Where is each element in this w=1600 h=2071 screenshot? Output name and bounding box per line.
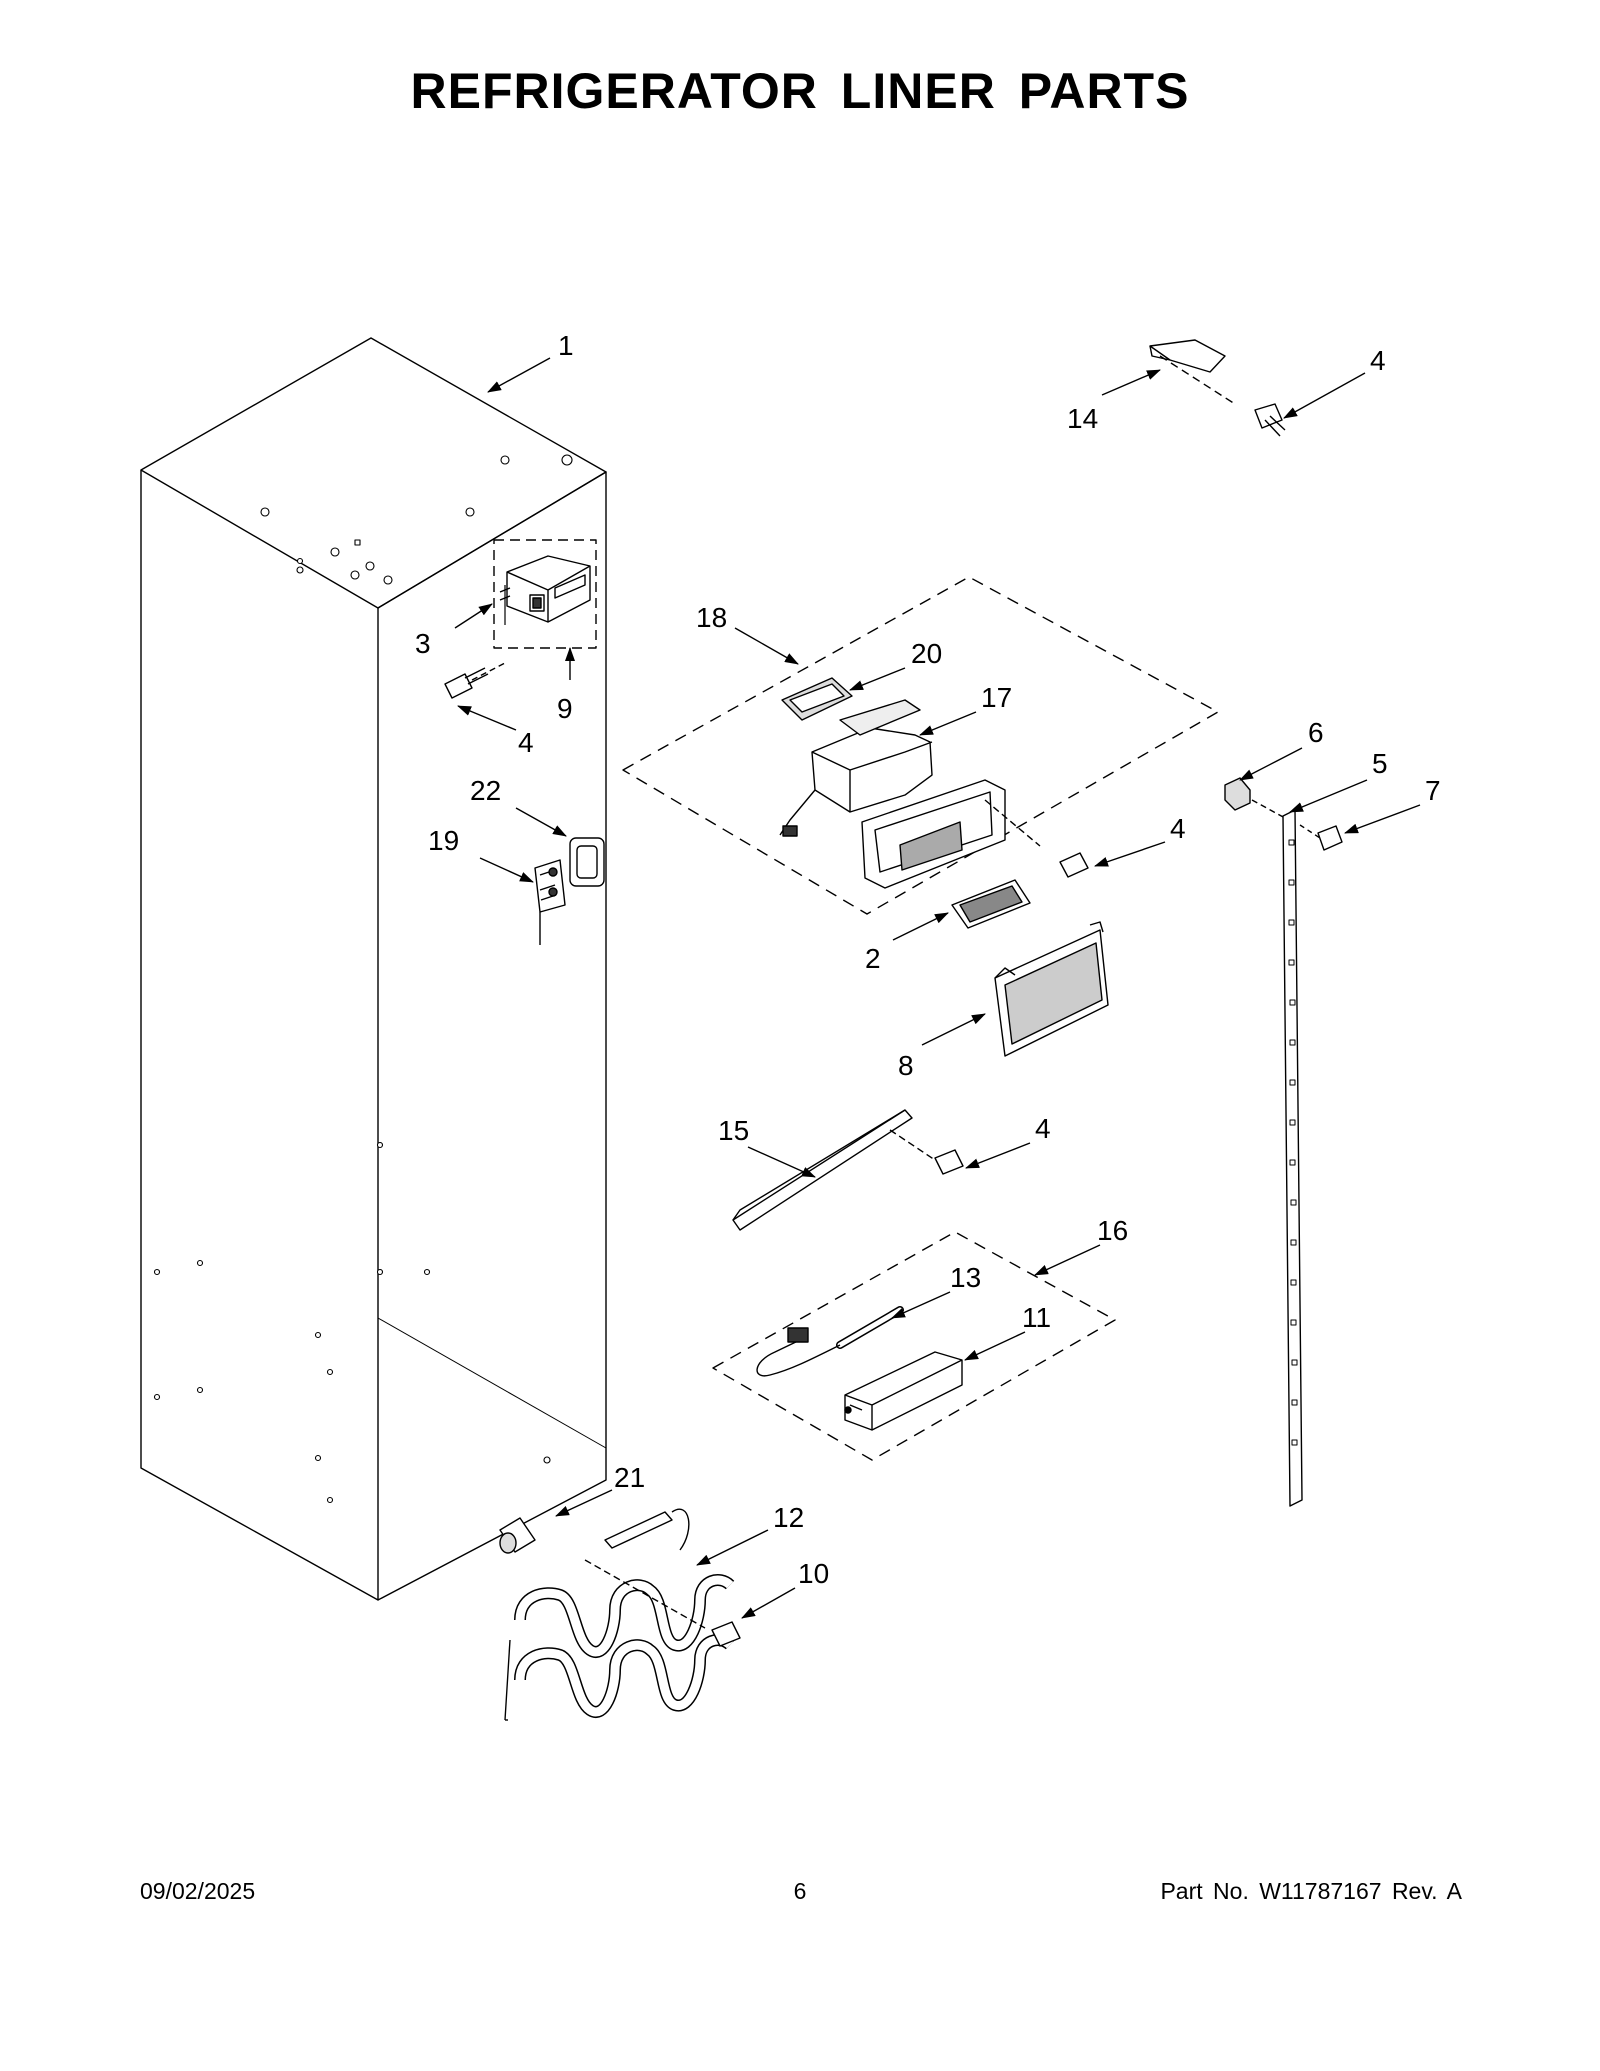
callout-1: 1 xyxy=(558,330,574,361)
callout-4-bar: 4 xyxy=(1035,1113,1051,1144)
footer-page-number: 6 xyxy=(793,1878,807,1904)
side-rail xyxy=(1224,777,1343,1507)
callout-11: 11 xyxy=(1022,1302,1051,1333)
callout-17: 17 xyxy=(981,682,1012,713)
top-bracket xyxy=(1149,339,1286,437)
callout-16: 16 xyxy=(1097,1215,1128,1246)
assembly-18-outline xyxy=(622,576,1219,915)
callout-7: 7 xyxy=(1425,775,1441,806)
gasket-20 xyxy=(781,677,853,721)
callout-21: 21 xyxy=(614,1462,645,1493)
callout-19: 19 xyxy=(428,825,459,856)
evaporator-12 xyxy=(504,1508,741,1721)
housing-17 xyxy=(779,699,933,837)
callout-6: 6 xyxy=(1308,717,1324,748)
side-parts xyxy=(534,837,605,945)
callout-14: 14 xyxy=(1067,403,1098,434)
callout-20: 20 xyxy=(911,638,942,669)
callout-labels: 1 3 4 9 22 19 14 4 18 20 17 4 2 8 6 5 7 … xyxy=(415,330,1441,1589)
callout-4-mid: 4 xyxy=(1170,813,1186,844)
bezel-17 xyxy=(861,779,1041,889)
filter-2 xyxy=(951,879,1031,929)
drain-21 xyxy=(499,1517,536,1554)
callout-4-control: 4 xyxy=(518,727,534,758)
page-title: REFRIGERATOR LINER PARTS xyxy=(410,63,1190,119)
footer-date: 09/02/2025 xyxy=(140,1878,256,1904)
panel-8 xyxy=(994,921,1109,1057)
footer-part-info: Part No. W11787167 Rev. A xyxy=(1160,1878,1462,1904)
screw-control xyxy=(444,662,506,699)
callout-2: 2 xyxy=(865,943,881,974)
control-housing xyxy=(493,539,597,649)
callout-5: 5 xyxy=(1372,748,1388,779)
callout-13: 13 xyxy=(950,1262,981,1293)
callout-8: 8 xyxy=(898,1050,914,1081)
callout-3: 3 xyxy=(415,628,431,659)
liner-cabinet xyxy=(140,337,607,1601)
bar-15 xyxy=(732,1109,964,1231)
callout-22: 22 xyxy=(470,775,501,806)
sensor-13 xyxy=(756,1306,904,1377)
leader-lines xyxy=(454,357,1421,1619)
cover-11 xyxy=(844,1351,963,1431)
callout-9: 9 xyxy=(557,693,573,724)
callout-4-top: 4 xyxy=(1370,345,1386,376)
callout-10: 10 xyxy=(798,1558,829,1589)
callout-18: 18 xyxy=(696,602,727,633)
callout-15: 15 xyxy=(718,1115,749,1146)
assembly-16-outline xyxy=(712,1231,1116,1461)
callout-12: 12 xyxy=(773,1502,804,1533)
screw-mid xyxy=(1059,852,1089,878)
